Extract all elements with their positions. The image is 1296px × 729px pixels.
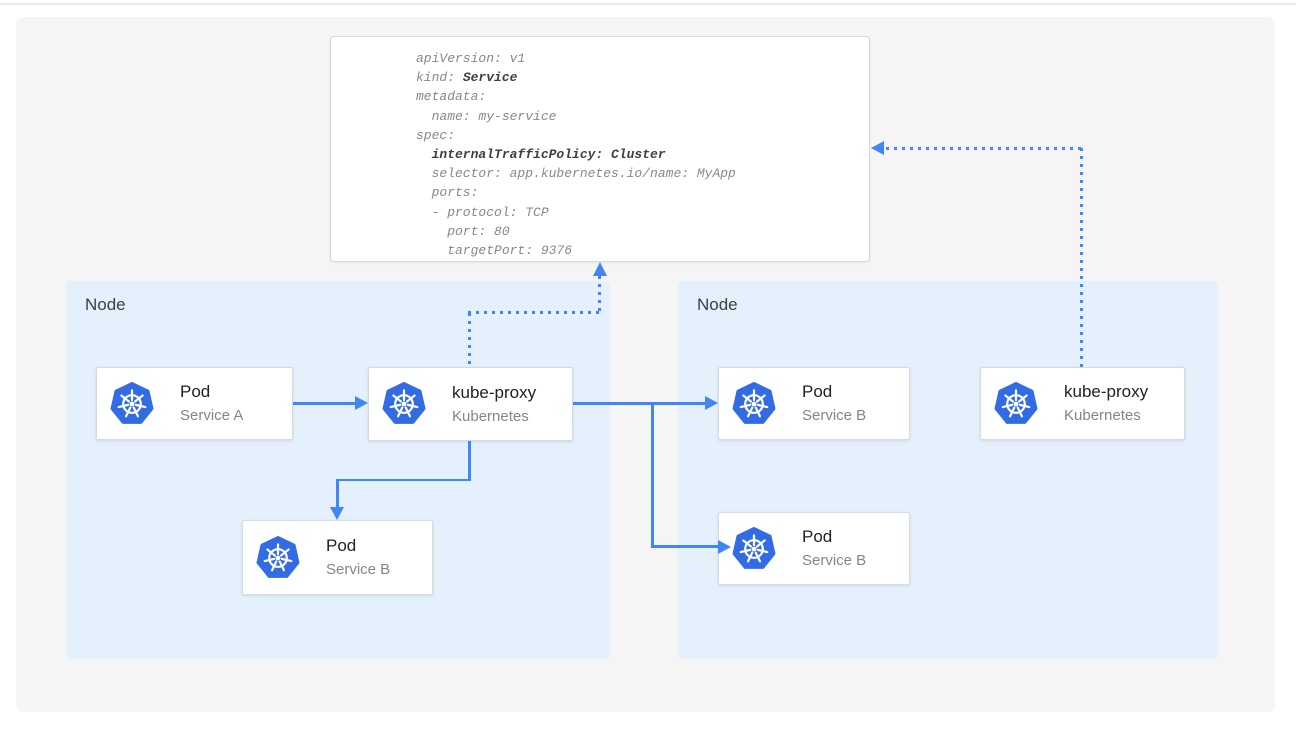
arrow-kube-proxy-left-horizontal (336, 479, 471, 482)
yaml-line: ports: (416, 183, 736, 202)
card-title: Pod (802, 526, 866, 548)
card-subtitle: Service A (180, 405, 243, 426)
card-subtitle: Kubernetes (452, 406, 536, 427)
yaml-line: spec: (416, 126, 736, 145)
pod-service-a-card: Pod Service A (96, 367, 293, 440)
yaml-line: metadata: (416, 87, 736, 106)
arrow-branch-to-pod-right-bottom (651, 545, 718, 548)
arrow-kube-proxy-down (468, 441, 471, 481)
pod-service-b-left-card: Pod Service B (242, 520, 433, 595)
dotted-kube-proxy-left-up (468, 313, 471, 365)
kubernetes-icon (110, 382, 154, 426)
yaml-line: - protocol: TCP (416, 203, 736, 222)
card-title: kube-proxy (452, 382, 536, 404)
yaml-line: apiVersion: v1 (416, 49, 736, 68)
kubernetes-icon (382, 382, 426, 426)
card-title: Pod (802, 381, 866, 403)
yaml-line: kind: Service (416, 68, 736, 87)
arrowhead-down (330, 507, 344, 520)
arrowhead-up (593, 262, 607, 276)
yaml-line: port: 80 (416, 222, 736, 241)
card-title: Pod (180, 381, 243, 403)
pod-service-b-right-top-card: Pod Service B (718, 367, 910, 440)
kube-proxy-right-card: kube-proxy Kubernetes (980, 367, 1185, 440)
service-yaml-card: apiVersion: v1kind: Servicemetadata: nam… (330, 36, 870, 262)
node-right: Node (678, 281, 1218, 659)
yaml-line: name: my-service (416, 107, 736, 126)
arrow-pod-a-to-kube-proxy (293, 402, 356, 405)
arrow-into-pod-b-left (336, 479, 339, 508)
arrowhead-right (718, 540, 731, 554)
card-subtitle: Service B (802, 405, 866, 426)
node-right-label: Node (697, 295, 738, 315)
yaml-line: targetPort: 9376 (416, 241, 736, 260)
yaml-line: selector: app.kubernetes.io/name: MyApp (416, 164, 736, 183)
card-subtitle: Service B (802, 550, 866, 571)
dotted-kube-proxy-right-up (1080, 148, 1083, 367)
node-left: Node (66, 281, 610, 659)
arrowhead-left (871, 141, 884, 155)
top-divider (0, 3, 1296, 5)
kubernetes-icon (256, 536, 300, 580)
kube-proxy-left-card: kube-proxy Kubernetes (368, 367, 573, 441)
arrowhead-right (355, 396, 368, 410)
yaml-line-internal-traffic-policy: internalTrafficPolicy: Cluster (416, 145, 736, 164)
arrowhead-right (705, 396, 718, 410)
kubernetes-icon (732, 382, 776, 426)
kubernetes-icon (994, 382, 1038, 426)
dotted-horizontal-to-yaml-right (886, 147, 1082, 150)
card-title: kube-proxy (1064, 381, 1148, 403)
dotted-horizontal-to-yaml (468, 311, 601, 314)
kubernetes-icon (732, 527, 776, 571)
card-subtitle: Kubernetes (1064, 405, 1148, 426)
service-yaml-code: apiVersion: v1kind: Servicemetadata: nam… (416, 49, 736, 260)
pod-service-b-right-bottom-card: Pod Service B (718, 512, 910, 585)
arrow-branch-vertical (651, 402, 654, 547)
arrow-kube-proxy-to-pod-right-top (573, 402, 706, 405)
dotted-vertical-to-yaml (598, 276, 601, 313)
card-subtitle: Service B (326, 559, 390, 580)
node-left-label: Node (85, 295, 126, 315)
card-title: Pod (326, 535, 390, 557)
